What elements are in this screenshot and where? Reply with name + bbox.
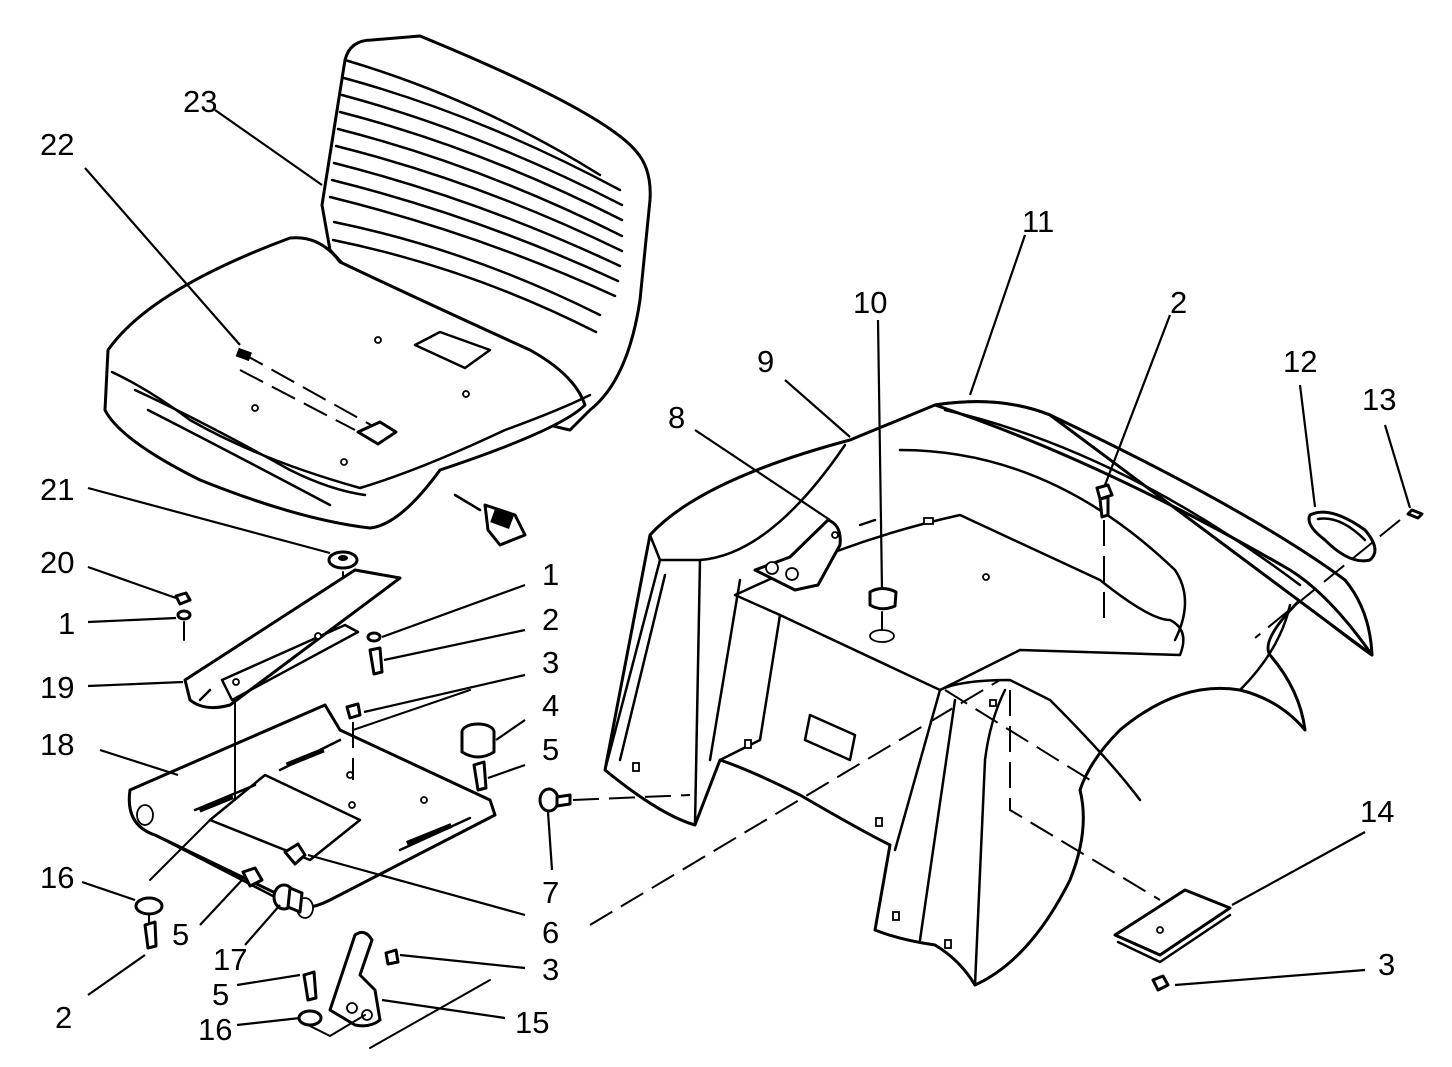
adjust-knob [283,842,307,866]
slide-washer-left [176,609,192,621]
callout-16-upper: 16 [40,860,74,895]
callout-8: 8 [668,400,685,435]
bracket [753,518,877,592]
plug [868,587,898,643]
callout-4: 4 [542,688,559,723]
seat [103,34,652,547]
latch-guide-line [369,979,491,1049]
latch-bracket [328,930,382,1028]
latch-washer [297,1009,323,1027]
callout-14: 14 [1360,794,1394,829]
bolt-lower-left [143,920,158,950]
carriage-bolt [538,787,691,813]
slide-bolt-right [368,646,384,676]
callout-5-right: 5 [542,732,559,767]
latch-bolt [302,970,318,1002]
callout-2-fender: 2 [1170,285,1187,320]
callout-10: 10 [853,285,887,320]
callout-labels: 23 22 21 20 1 19 18 16 2 5 17 5 16 1 2 3… [40,84,1396,1047]
callout-5-left: 5 [172,917,189,952]
reflector-screw [1406,508,1424,520]
callout-1-right: 1 [542,557,559,592]
callout-12: 12 [1283,344,1317,379]
seat-slide [183,568,402,710]
isolator [460,722,496,759]
callout-15: 15 [515,1005,549,1040]
callout-2-right: 2 [542,602,559,637]
callout-16-lower: 16 [198,1012,232,1047]
callout-23: 23 [183,84,217,119]
washer-lower-left [134,896,164,916]
fender-bolt [1095,483,1114,625]
slide-nut-left [174,591,192,606]
callout-13: 13 [1362,382,1396,417]
plate-nut [1151,974,1170,992]
callout-7: 7 [542,875,559,910]
callout-11: 11 [1022,204,1054,239]
callout-6: 6 [542,915,559,950]
callout-5-lower: 5 [212,977,229,1012]
latch-nut [384,948,400,966]
callout-21: 21 [40,472,74,507]
lower-bolt-left [241,866,264,888]
backrest-ribs [328,58,624,334]
callout-20: 20 [40,545,74,580]
callout-19: 19 [40,670,74,705]
bumper [327,550,359,591]
leader-lines [81,109,1412,1027]
latch-washer-line [309,1014,366,1038]
callout-3-right: 3 [542,645,559,680]
washer-lower-left-guide [149,819,211,881]
mounting-plate [1113,888,1232,964]
pivot-pin [272,883,304,914]
isolator-bolt [472,760,488,792]
callout-9: 9 [757,344,774,379]
isolator-line [352,689,471,731]
fender [603,400,1374,987]
callout-3-fender: 3 [1378,947,1395,982]
callout-1-left: 1 [58,606,75,641]
callout-18: 18 [40,727,74,762]
reflector [1307,510,1377,563]
callout-22: 22 [40,127,74,162]
callout-3-lower: 3 [542,952,559,987]
reflector-alignment-line [1254,519,1401,639]
plate-nut-top [345,702,362,720]
slide-washer-right [366,631,382,643]
callout-2-left: 2 [55,1000,72,1035]
seat-mounting-plate [127,699,497,919]
callout-17: 17 [213,942,247,977]
assembly-line-long [589,679,1001,926]
assembly-line-fender [944,689,1091,781]
